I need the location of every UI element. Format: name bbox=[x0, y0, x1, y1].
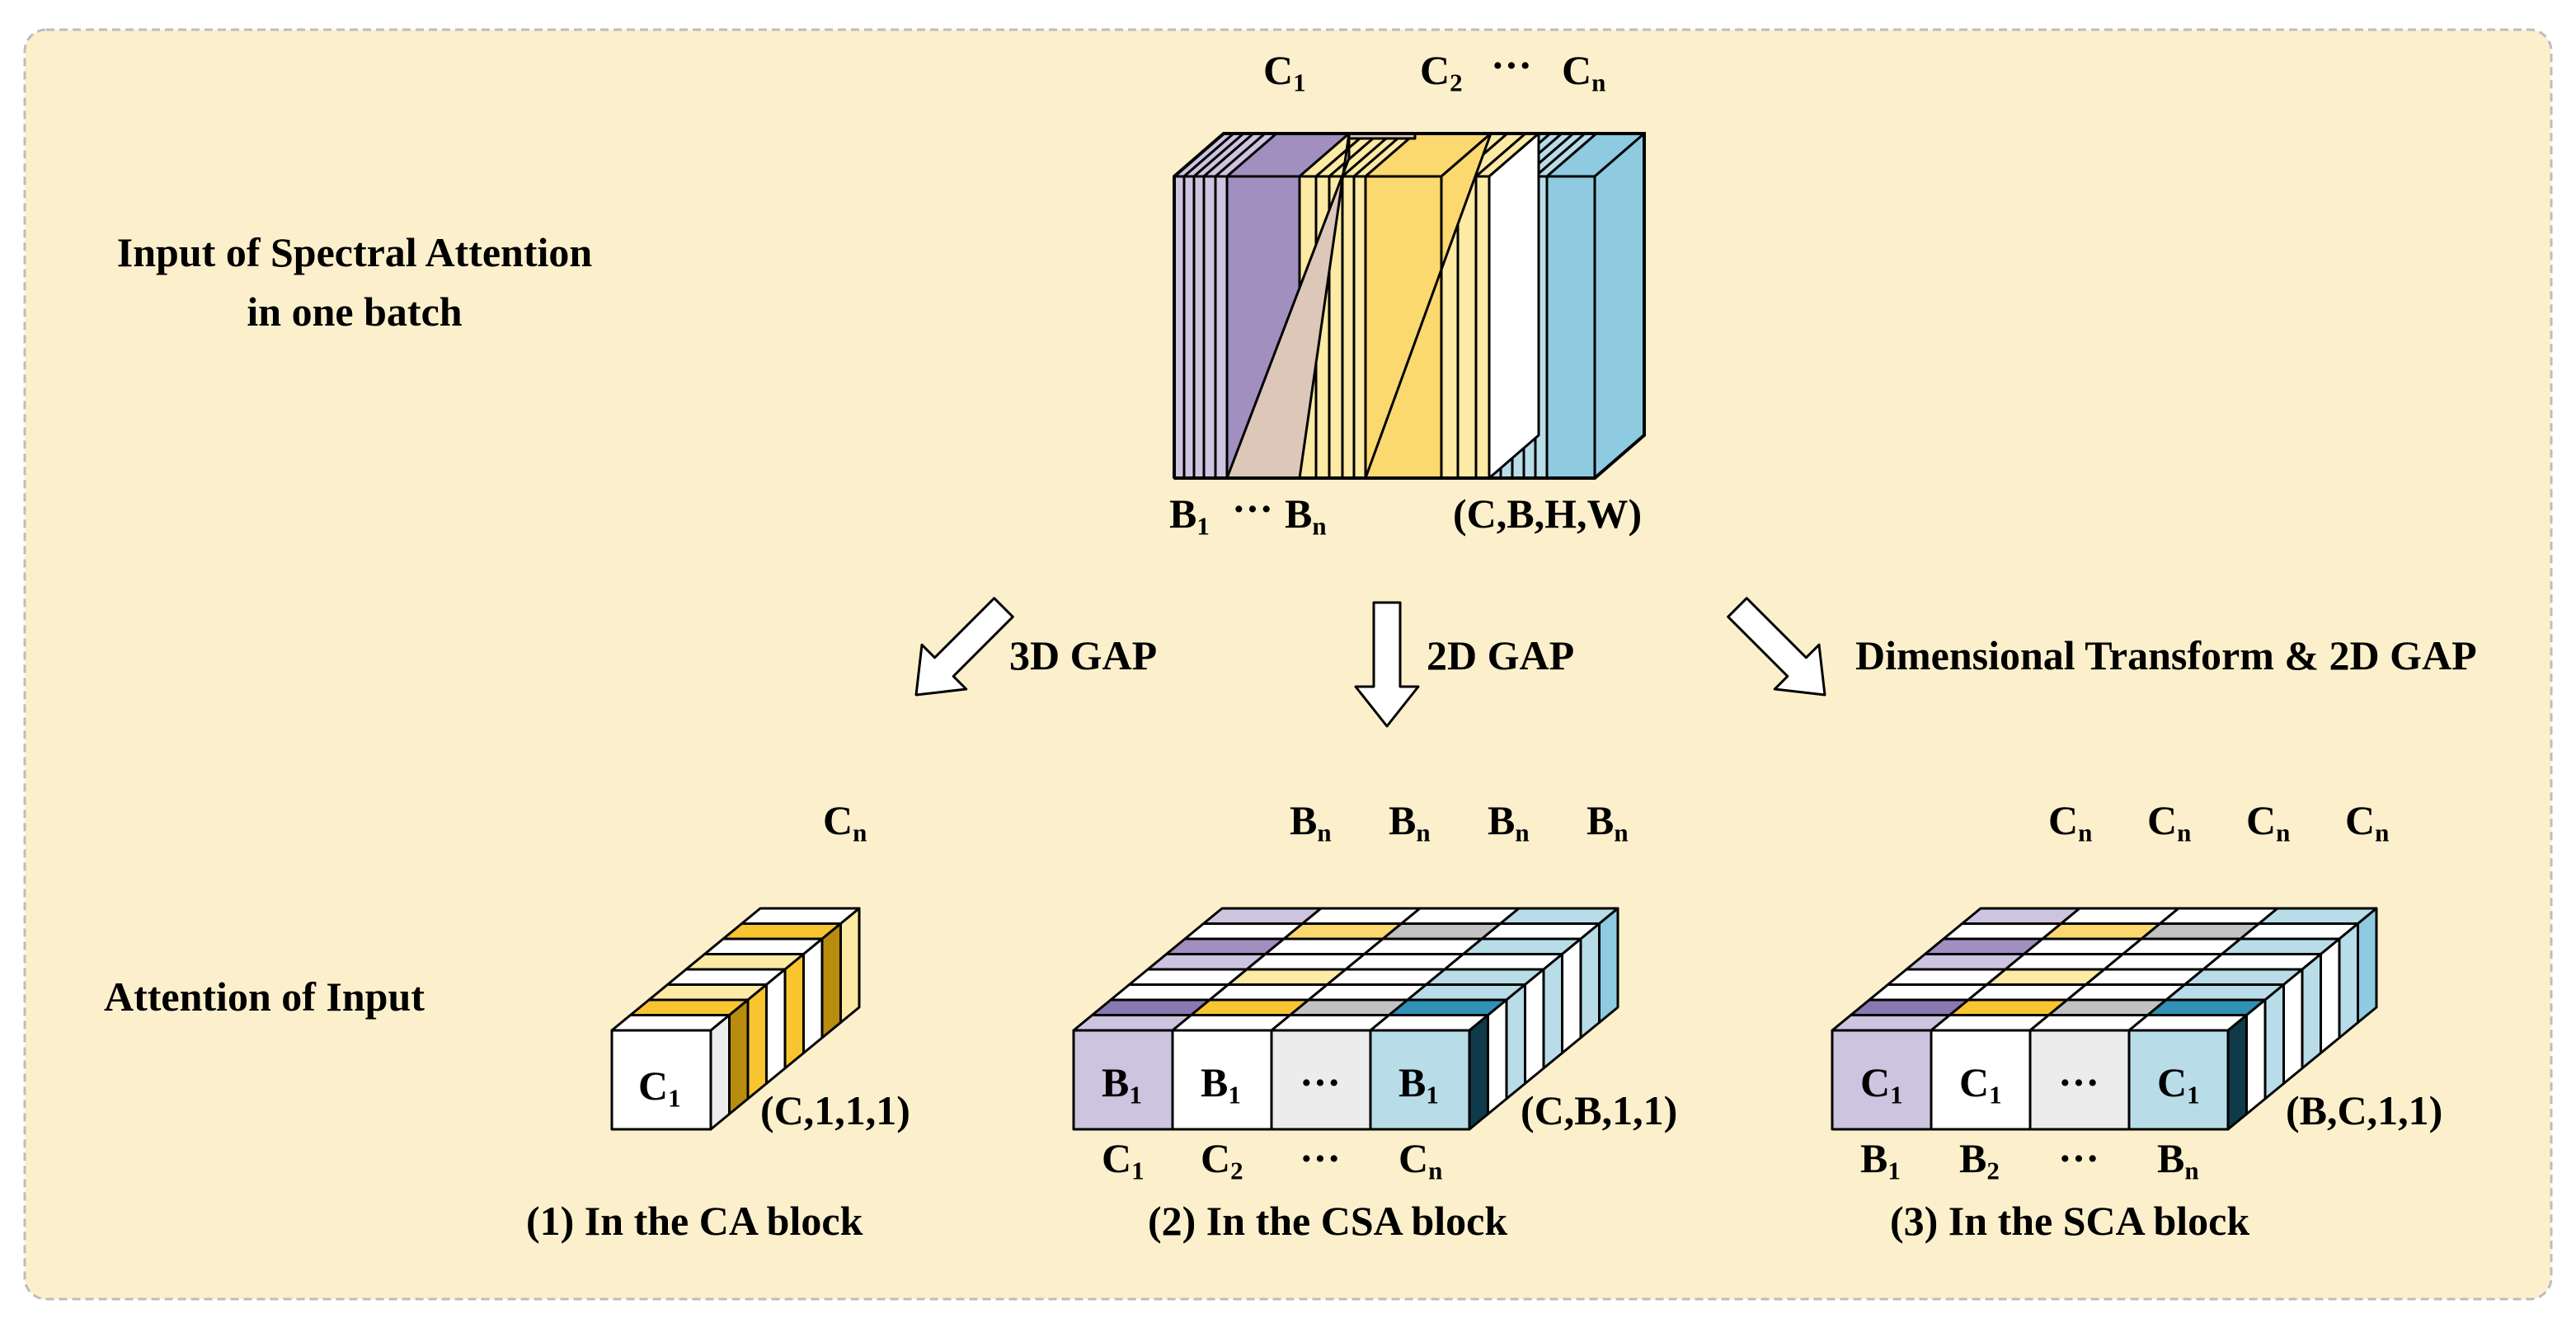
sca-front-label-3: C1 bbox=[2157, 1059, 2200, 1110]
csa-bottom-label-2: ··· bbox=[1300, 1135, 1342, 1181]
input-slab-front-13 bbox=[1456, 175, 1478, 480]
csa-side-slab-4 bbox=[1542, 953, 1563, 1070]
input-cube bbox=[1173, 132, 1646, 480]
csa-side-slab-3 bbox=[1524, 968, 1545, 1085]
input-slab-front-4 bbox=[1214, 175, 1229, 480]
csa-side-slab-7 bbox=[1598, 907, 1619, 1024]
input-slab-front-14 bbox=[1474, 175, 1491, 480]
csa-front-label-1: B1 bbox=[1201, 1059, 1241, 1110]
input-label-c1: C1 bbox=[1263, 47, 1306, 97]
ca-top-label: Cn bbox=[823, 797, 867, 847]
input-slab-front-9 bbox=[1341, 175, 1356, 480]
ca-side-slab-1 bbox=[728, 998, 750, 1115]
sca-front-label-1: C1 bbox=[1959, 1059, 2002, 1110]
ca-side-slab-2 bbox=[746, 983, 768, 1100]
ca-front-label: C1 bbox=[638, 1063, 681, 1113]
sca-side-slab-2 bbox=[2263, 983, 2285, 1100]
csa-side-slab-5 bbox=[1561, 937, 1582, 1054]
ca-side-slab-5 bbox=[802, 937, 824, 1054]
sca-top-label-2: Cn bbox=[2246, 797, 2291, 847]
input-label-dots: ··· bbox=[1491, 42, 1533, 88]
sca-side-slab-4 bbox=[2301, 953, 2322, 1070]
csa-block-figure bbox=[1072, 907, 1619, 1131]
input-cube-outline bbox=[1173, 132, 1646, 480]
sca-side-slab-0 bbox=[2226, 1014, 2248, 1131]
csa-bottom-label-1: C2 bbox=[1201, 1135, 1243, 1185]
csa-shape-label: (C,B,1,1) bbox=[1521, 1087, 1678, 1133]
ca-front-cell-0 bbox=[610, 1029, 712, 1131]
sca-front-label-0: C1 bbox=[1860, 1059, 1903, 1110]
sca-top-label-0: Cn bbox=[2048, 797, 2093, 847]
sca-bottom-label-2: ··· bbox=[2058, 1135, 2100, 1181]
ca-side-slab-0 bbox=[709, 1014, 731, 1131]
sca-caption: (3) In the SCA block bbox=[1890, 1198, 2250, 1244]
input-shape-label: (C,B,H,W) bbox=[1453, 490, 1643, 537]
arrow-label-dim-transform: Dimensional Transform & 2D GAP bbox=[1855, 632, 2477, 678]
arrow-label-3d-gap: 3D GAP bbox=[1009, 632, 1158, 678]
input-slab-front-10 bbox=[1352, 175, 1367, 480]
csa-top-label-2: Bn bbox=[1488, 797, 1530, 847]
csa-bottom-label-3: Cn bbox=[1398, 1135, 1443, 1185]
sca-bottom-label-3: Bn bbox=[2157, 1135, 2199, 1185]
ca-block-figure bbox=[610, 907, 861, 1131]
sca-block-figure bbox=[1831, 907, 2378, 1131]
ca-side-slab-4 bbox=[783, 953, 805, 1070]
csa-top-label-3: Bn bbox=[1586, 797, 1629, 847]
input-label-b-dots: ··· bbox=[1232, 486, 1274, 532]
arrow-label-2d-gap: 2D GAP bbox=[1427, 632, 1575, 678]
ca-caption: (1) In the CA block bbox=[526, 1198, 863, 1244]
input-title-line2: in one batch bbox=[247, 289, 463, 335]
csa-side-slab-2 bbox=[1505, 983, 1526, 1100]
input-title: Input of Spectral Attention in one batch bbox=[49, 223, 660, 341]
attention-title: Attention of Input bbox=[104, 973, 425, 1020]
sca-side-slab-6 bbox=[2338, 922, 2359, 1039]
input-slab-front-2 bbox=[1192, 175, 1206, 480]
arrows bbox=[914, 597, 1826, 728]
sca-top-label-1: Cn bbox=[2147, 797, 2192, 847]
csa-side-slab-0 bbox=[1468, 1014, 1489, 1131]
input-label-bn: Bn bbox=[1285, 490, 1327, 541]
sca-bottom-label-0: B1 bbox=[1860, 1135, 1901, 1185]
csa-top-label-1: Bn bbox=[1389, 797, 1431, 847]
csa-front-label-2: ··· bbox=[1300, 1059, 1342, 1105]
ca-side-slab-3 bbox=[765, 968, 787, 1085]
input-slab-front-3 bbox=[1202, 175, 1217, 480]
csa-front-cell-3 bbox=[1369, 1029, 1471, 1131]
csa-front-label-3: B1 bbox=[1398, 1059, 1439, 1110]
sca-side-slab-5 bbox=[2320, 937, 2341, 1054]
sca-top-label-3: Cn bbox=[2345, 797, 2390, 847]
input-right-face bbox=[1593, 132, 1646, 480]
sca-side-slab-3 bbox=[2282, 968, 2304, 1085]
input-label-b1: B1 bbox=[1169, 490, 1210, 541]
input-slab-front-1 bbox=[1182, 175, 1196, 480]
input-title-line1: Input of Spectral Attention bbox=[116, 229, 593, 275]
input-label-cn: Cn bbox=[1562, 47, 1606, 97]
input-slab-front-20 bbox=[1545, 175, 1596, 480]
sca-side-slab-1 bbox=[2245, 998, 2267, 1115]
input-diagonal-white bbox=[1488, 132, 1540, 480]
csa-bottom-label-0: C1 bbox=[1102, 1135, 1145, 1185]
ca-side-slab-7 bbox=[839, 907, 861, 1024]
arrow-3d-gap bbox=[914, 597, 1014, 697]
csa-top-label-0: Bn bbox=[1290, 797, 1332, 847]
input-label-c2: C2 bbox=[1420, 47, 1463, 97]
arrow-dim-transform bbox=[1727, 597, 1826, 697]
sca-front-cell-3 bbox=[2127, 1029, 2230, 1131]
csa-caption: (2) In the CSA block bbox=[1148, 1198, 1508, 1244]
ca-side-slab-6 bbox=[820, 922, 842, 1039]
sca-bottom-label-1: B2 bbox=[1959, 1135, 2000, 1185]
csa-front-label-0: B1 bbox=[1102, 1059, 1142, 1110]
sca-side-slab-7 bbox=[2357, 907, 2378, 1024]
csa-side-slab-1 bbox=[1487, 998, 1508, 1115]
sca-shape-label: (B,C,1,1) bbox=[2286, 1087, 2443, 1133]
ca-shape-label: (C,1,1,1) bbox=[760, 1087, 910, 1133]
arrow-2d-gap bbox=[1354, 601, 1420, 728]
sca-front-label-2: ··· bbox=[2058, 1059, 2100, 1105]
csa-side-slab-6 bbox=[1579, 922, 1601, 1039]
